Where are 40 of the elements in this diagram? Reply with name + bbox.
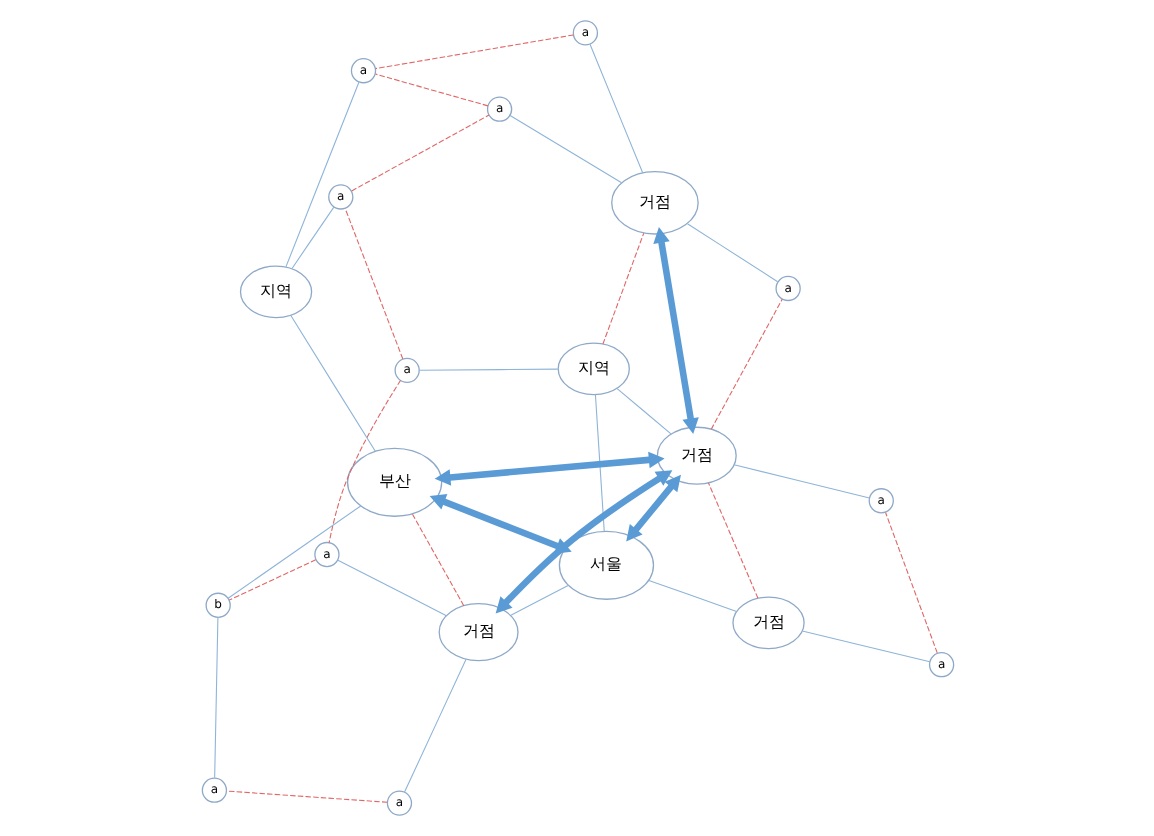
connector — [588, 43, 643, 174]
connector — [508, 114, 622, 184]
connector — [732, 464, 869, 499]
connector — [709, 298, 782, 430]
connector — [327, 379, 401, 544]
node-ellipse: 지역 — [238, 265, 312, 319]
node-ellipse: 지역 — [556, 342, 629, 396]
connector — [336, 559, 446, 617]
connector — [706, 482, 758, 599]
connector — [343, 208, 403, 360]
connector — [615, 388, 671, 435]
arrow — [433, 451, 664, 486]
node-ellipse: 거점 — [437, 603, 518, 662]
connector — [601, 232, 644, 345]
node-ellipse: 부산 — [345, 447, 442, 517]
connector — [373, 34, 573, 70]
connector — [227, 559, 316, 601]
arrow — [625, 474, 680, 542]
node-ellipse: 거점 — [731, 596, 804, 650]
node-ellipse: 거점 — [610, 170, 698, 235]
connector — [213, 616, 218, 779]
connector — [403, 658, 466, 793]
connector — [290, 206, 334, 269]
arrow — [494, 470, 672, 614]
connector — [225, 790, 387, 803]
connector — [226, 505, 361, 599]
connector — [884, 511, 937, 654]
connector — [593, 394, 604, 532]
connector — [284, 81, 359, 268]
connector — [509, 584, 568, 616]
connector — [410, 513, 464, 607]
connector — [685, 223, 778, 283]
arrow — [652, 227, 698, 435]
connector — [373, 73, 488, 107]
node-ellipse: 서울 — [557, 530, 654, 600]
connector — [350, 114, 489, 192]
connector — [800, 630, 930, 663]
connector — [289, 315, 375, 452]
connector — [647, 579, 737, 613]
connector — [418, 368, 558, 371]
